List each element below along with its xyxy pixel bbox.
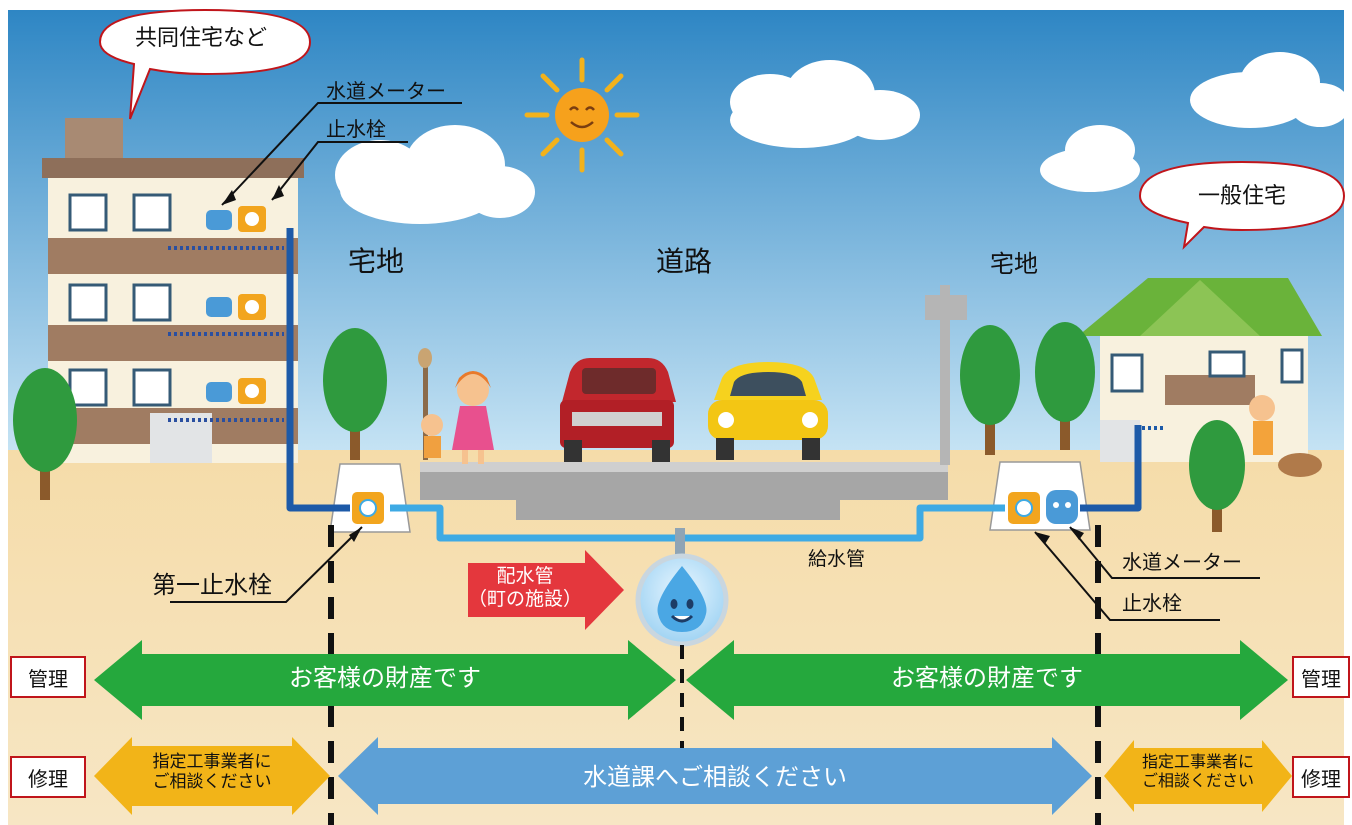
zone-road: 道路: [656, 245, 713, 278]
repair-label-right: 修理: [1292, 756, 1350, 798]
main-pipe-arrow: [468, 550, 624, 630]
cloud-icon: [335, 125, 535, 224]
tree-icon: [13, 368, 77, 500]
repair-arrow-center: [338, 737, 1092, 815]
service-pipe-label: 給水管: [808, 548, 866, 570]
management-text-left: お客様の財産です: [289, 664, 481, 692]
right-meter-label: 水道メーター: [1122, 550, 1242, 574]
stopcock-icon: [238, 206, 266, 404]
water-drop-mascot-icon: [635, 553, 729, 647]
main-pipe-label-line2: （町の施設）: [467, 587, 582, 610]
repair-arrow-right: [1104, 740, 1292, 812]
cloud-icon: [730, 60, 920, 148]
apartment-building: [42, 118, 304, 463]
tree-icon: [1189, 420, 1245, 532]
zone-left-lot: 宅地: [348, 245, 405, 278]
management-label-right: 管理: [1292, 656, 1350, 698]
left-meter-label: 水道メーター: [326, 79, 446, 103]
balloon-apartment: 共同住宅など: [135, 26, 268, 51]
road: [420, 470, 948, 520]
management-text-right: お客様の財産です: [891, 664, 1083, 692]
right-stopcock-label: 止水栓: [1122, 591, 1182, 615]
balloon-apartment-shape: [98, 8, 312, 120]
main-pipe-label: 配水管 （町の施設）: [462, 565, 588, 611]
balloon-house-shape: [1138, 160, 1346, 250]
repair-contractor-left-line1: 指定工事業者に: [152, 752, 272, 772]
car-yellow: [708, 362, 828, 460]
balloon-house: 一般住宅: [1198, 184, 1287, 209]
main-pipe-label-line1: 配水管: [496, 565, 554, 587]
repair-label-left: 修理: [10, 756, 86, 798]
cloud-icon: [1040, 52, 1350, 192]
meter-icon: [206, 210, 232, 402]
meter-icon: [1046, 490, 1078, 524]
leader-lines: [170, 102, 1260, 621]
zone-right-lot: 宅地: [990, 250, 1038, 278]
repair-contractor-left: 指定工事業者に ご相談ください: [124, 752, 300, 793]
repair-contractor-right-line2: ご相談ください: [1141, 771, 1254, 791]
car-red: [560, 358, 676, 462]
first-stopcock-label: 第一止水栓: [152, 571, 272, 599]
child-with-dog: [1249, 395, 1322, 477]
management-label-left: 管理: [10, 656, 86, 698]
mother-and-child: [421, 371, 494, 464]
service-pipe: [286, 228, 1166, 568]
street-lamp: [418, 348, 432, 460]
tree-icon: [1035, 322, 1095, 450]
repair-contractor-right: 指定工事業者に ご相談ください: [1126, 752, 1270, 790]
left-stopcock-label: 止水栓: [326, 117, 386, 141]
management-arrow-left: [94, 640, 676, 720]
repair-contractor-left-line2: ご相談ください: [152, 772, 272, 793]
repair-arrow-left: [94, 737, 330, 815]
tree-icon: [323, 328, 387, 460]
repair-contractor-right-line1: 指定工事業者に: [1141, 752, 1254, 771]
sun-icon: [524, 57, 640, 173]
repair-center-text: 水道課へご相談ください: [583, 763, 847, 791]
stopcock-icon: [352, 492, 1040, 524]
management-arrow-right: [686, 640, 1288, 720]
utility-pole: [925, 285, 967, 465]
tree-icon: [960, 325, 1020, 455]
